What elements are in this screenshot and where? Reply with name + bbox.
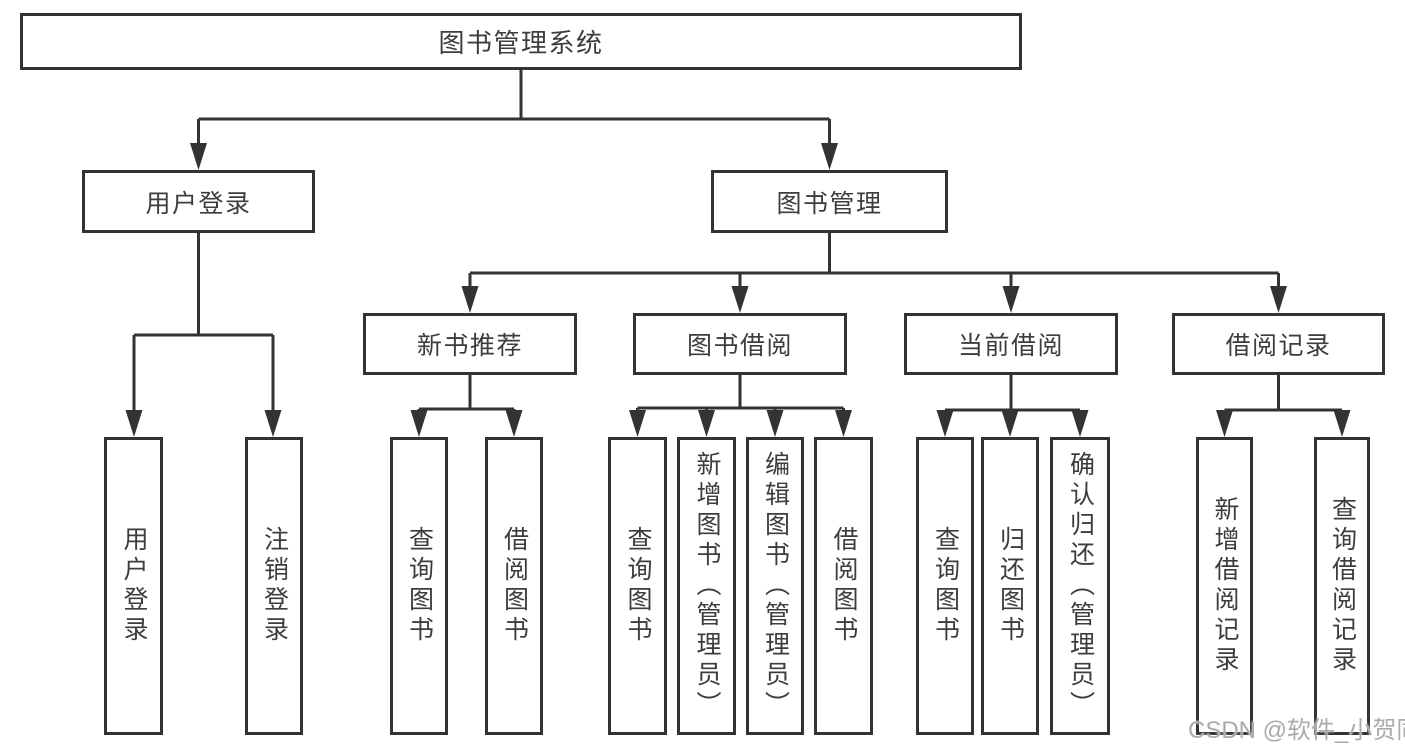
leaf-add-book-admin: 新增图书（管理员） [677, 437, 736, 735]
leaf-query-borrow-record-label: 查询借阅记录 [1328, 496, 1357, 676]
node-book-management-label: 图书管理 [776, 189, 883, 218]
leaf-return-book-label: 归还图书 [996, 526, 1025, 646]
leaf-query-book-current: 查询图书 [916, 437, 974, 735]
node-current-borrow: 当前借阅 [904, 313, 1118, 375]
node-current-borrow-label: 当前借阅 [957, 332, 1064, 360]
node-borrow-record: 借阅记录 [1172, 313, 1385, 375]
csdn-watermark: CSDN @软件_小贺同学 [1188, 717, 1405, 744]
leaf-query-book-borrow-label: 查询图书 [624, 526, 652, 646]
leaf-add-book-admin-label: 新增图书（管理员） [693, 451, 721, 721]
leaf-query-book-newbook: 查询图书 [390, 437, 448, 735]
leaf-logout: 注销登录 [245, 437, 303, 735]
node-user-login-label: 用户登录 [145, 189, 252, 218]
node-library-system: 图书管理系统 [20, 13, 1022, 70]
leaf-confirm-return-admin-label: 确认归还（管理员） [1066, 451, 1095, 721]
leaf-borrow-book-label: 借阅图书 [830, 526, 858, 646]
node-new-book-recommend-label: 新书推荐 [416, 332, 523, 360]
leaf-user-login-label: 用户登录 [120, 526, 148, 646]
leaf-query-book-current-label: 查询图书 [931, 526, 960, 646]
leaf-edit-book-admin-label: 编辑图书（管理员） [761, 451, 790, 721]
node-book-borrow: 图书借阅 [633, 313, 847, 375]
node-borrow-record-label: 借阅记录 [1225, 332, 1332, 360]
leaf-logout-label: 注销登录 [260, 526, 289, 646]
leaf-query-book-borrow: 查询图书 [608, 437, 667, 735]
leaf-query-book-newbook-label: 查询图书 [405, 526, 434, 646]
leaf-borrow-book: 借阅图书 [814, 437, 873, 735]
leaf-add-borrow-record: 新增借阅记录 [1196, 437, 1253, 735]
leaf-query-borrow-record: 查询借阅记录 [1314, 437, 1370, 735]
node-book-borrow-label: 图书借阅 [686, 332, 793, 360]
leaf-add-borrow-record-label: 新增借阅记录 [1211, 496, 1239, 676]
node-book-management: 图书管理 [711, 170, 948, 233]
leaf-borrow-book-newbook: 借阅图书 [485, 437, 543, 735]
leaf-edit-book-admin: 编辑图书（管理员） [746, 437, 804, 735]
leaf-return-book: 归还图书 [981, 437, 1039, 735]
leaf-borrow-book-newbook-label: 借阅图书 [500, 526, 529, 646]
node-new-book-recommend: 新书推荐 [363, 313, 577, 375]
node-user-login: 用户登录 [82, 170, 315, 233]
leaf-confirm-return-admin: 确认归还（管理员） [1050, 437, 1110, 735]
node-library-system-label: 图书管理系统 [438, 28, 604, 58]
leaf-user-login: 用户登录 [104, 437, 163, 735]
